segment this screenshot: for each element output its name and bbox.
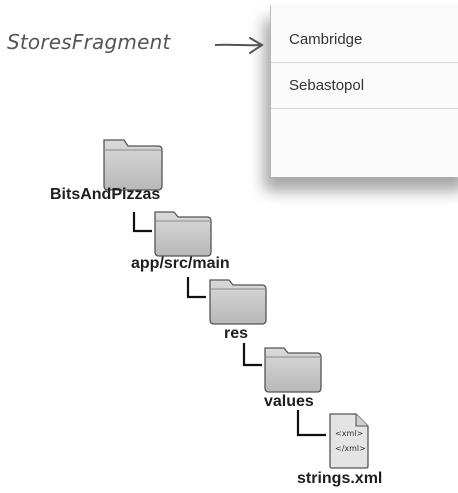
file-icon-line-1: <xml> <box>335 429 363 438</box>
stores-fragment-label: StoresFragment <box>7 30 171 54</box>
list-item-label: Sebastopol <box>289 77 365 94</box>
folder-icon <box>103 139 163 191</box>
store-list-panel: Cambridge Sebastopol <box>270 5 458 177</box>
folder-label-app-src-main: app/src/main <box>131 255 230 272</box>
file-icon-line-2: </xml> <box>335 444 366 453</box>
folder-label-values: values <box>264 393 314 410</box>
folder-label-res: res <box>224 325 249 342</box>
list-item[interactable]: Cambridge <box>271 17 458 63</box>
tree-connectors <box>132 212 326 437</box>
pointer-arrow <box>214 37 264 54</box>
xml-file-icon: <xml> </xml> <box>329 413 369 469</box>
list-item[interactable]: Sebastopol <box>271 63 458 109</box>
folder-icon <box>209 279 267 325</box>
list-item-label: Cambridge <box>289 31 363 48</box>
folder-icon <box>154 211 212 257</box>
folder-label-root: BitsAndPizzas <box>50 186 161 203</box>
folder-icon <box>264 347 322 393</box>
file-label-strings-xml: strings.xml <box>297 470 383 487</box>
